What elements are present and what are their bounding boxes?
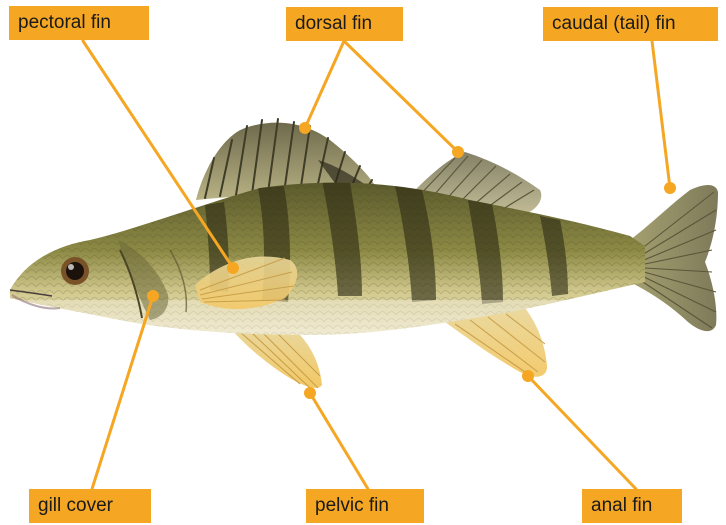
label-dorsal-fin: dorsal fin (286, 7, 403, 41)
leader-dorsal-spiny (305, 41, 344, 128)
pelvic-fin (232, 330, 322, 388)
leader-pelvic (310, 393, 368, 489)
label-anal-fin: anal fin (582, 489, 682, 523)
label-pelvic-fin: pelvic fin (306, 489, 424, 523)
label-pectoral-fin: pectoral fin (9, 6, 149, 40)
leader-gill (92, 296, 153, 489)
leader-anal (528, 376, 636, 489)
leader-caudal (652, 41, 670, 188)
label-gill-cover: gill cover (29, 489, 151, 523)
leader-dorsal-soft (344, 41, 458, 152)
fish-body (0, 160, 660, 350)
label-caudal-fin: caudal (tail) fin (543, 7, 718, 41)
